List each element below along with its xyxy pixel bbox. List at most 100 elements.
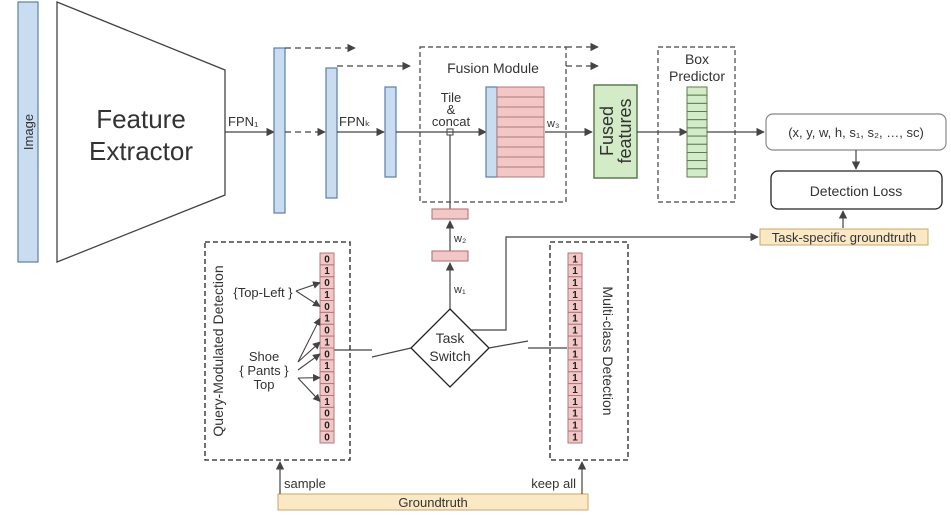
groundtruth-box bbox=[277, 493, 589, 511]
bit-value: 1 bbox=[324, 290, 330, 301]
bit-value: 1 bbox=[572, 397, 578, 408]
image-label: Image bbox=[21, 114, 36, 150]
predictor-green-cell bbox=[686, 102, 708, 113]
detection-loss-box bbox=[770, 170, 943, 210]
concat-pink-cell bbox=[496, 156, 545, 168]
detection-loss-label: Detection Loss bbox=[810, 183, 903, 199]
w3-label: w₃ bbox=[546, 118, 559, 130]
groundtruth-label: Groundtruth bbox=[398, 495, 467, 510]
predictor-green-cell bbox=[686, 127, 708, 137]
predictor-green-cell bbox=[686, 152, 708, 162]
fused-features-line2: features bbox=[615, 98, 635, 163]
fpn-bar-k bbox=[325, 67, 338, 199]
bit-value: 1 bbox=[572, 373, 578, 384]
bit-value: 0 bbox=[324, 349, 330, 360]
bit-value: 1 bbox=[572, 361, 578, 372]
bit-value: 1 bbox=[572, 337, 578, 348]
bit-value: 1 bbox=[324, 397, 330, 408]
keep-all-label: keep all bbox=[531, 476, 576, 491]
line-switch-to-groundtruth bbox=[470, 232, 759, 331]
query-pointer-arrow bbox=[297, 341, 321, 363]
bit-value: 0 bbox=[324, 421, 330, 432]
concat-pink-cell bbox=[496, 106, 545, 118]
predictor-green-cell bbox=[686, 168, 708, 178]
fused-features-block bbox=[593, 84, 638, 179]
predictor-green-cell bbox=[686, 143, 708, 154]
predictor-green-cell bbox=[686, 111, 708, 121]
bit-value: 1 bbox=[572, 409, 578, 420]
fpn1-label: FPN₁ bbox=[228, 114, 259, 129]
bit-value: 0 bbox=[324, 409, 330, 420]
bit-cell bbox=[567, 430, 583, 444]
query-pointer-arrow bbox=[297, 317, 321, 363]
bit-value: 1 bbox=[324, 266, 330, 277]
query-modulated-title: Query-Modulated Detection bbox=[210, 265, 226, 436]
bit-value: 1 bbox=[572, 314, 578, 325]
top-label: Top bbox=[254, 377, 275, 392]
concat-pink-stack bbox=[496, 86, 545, 178]
box-predictor-line2: Predictor bbox=[669, 68, 725, 84]
fpnk-label: FPNₖ bbox=[339, 114, 371, 129]
bit-value: 1 bbox=[572, 266, 578, 277]
bit-value: 1 bbox=[324, 314, 330, 325]
query-modulated-box bbox=[204, 241, 351, 461]
feature-extractor-label-line1: Feature bbox=[96, 104, 186, 134]
w1-label: w₁ bbox=[453, 284, 466, 296]
bit-cell bbox=[319, 430, 335, 444]
w1-weight-bar bbox=[431, 250, 469, 262]
concat-pink-cell bbox=[496, 96, 545, 108]
query-pointer-arrow bbox=[295, 290, 321, 307]
bit-value: 1 bbox=[572, 302, 578, 313]
bit-value: 0 bbox=[324, 302, 330, 313]
predictor-green-cell bbox=[686, 94, 708, 104]
top-left-label: {Top-Left } bbox=[233, 285, 293, 300]
concat-pink-cell bbox=[496, 166, 545, 178]
sample-label: sample bbox=[284, 476, 326, 491]
bit-value: 1 bbox=[324, 337, 330, 348]
task-specific-groundtruth-box bbox=[759, 228, 929, 246]
bit-value: 1 bbox=[572, 421, 578, 432]
predictor-green-stack bbox=[686, 86, 708, 178]
multi-class-title: Multi-class Detection bbox=[600, 286, 616, 415]
fpn-bar-final bbox=[384, 86, 397, 178]
concat-pink-cell bbox=[496, 136, 545, 148]
multi-class-box bbox=[549, 241, 629, 461]
bit-value: 1 bbox=[572, 278, 578, 289]
bit-value: 0 bbox=[324, 326, 330, 337]
bit-value: 0 bbox=[324, 373, 330, 384]
query-pointer-arrow bbox=[295, 281, 321, 292]
query-pointer-arrow bbox=[297, 377, 321, 402]
image-input-block bbox=[17, 1, 39, 263]
bit-value: 0 bbox=[324, 432, 330, 443]
feature-extractor-label-line2: Extractor bbox=[89, 136, 193, 166]
fusion-module-title: Fusion Module bbox=[447, 60, 539, 76]
output-text: (x, y, w, h, s₁, s₂, …, sᴄ) bbox=[788, 125, 924, 140]
bit-value: 1 bbox=[324, 361, 330, 372]
predictor-green-cell bbox=[686, 119, 708, 129]
predictor-green-cell bbox=[686, 86, 708, 96]
predictor-green-cell bbox=[686, 160, 708, 170]
bit-value: 1 bbox=[572, 432, 578, 443]
task-switch-line2: Switch bbox=[429, 348, 470, 364]
concat-blue-strip bbox=[485, 86, 498, 178]
bit-value: 0 bbox=[324, 254, 330, 265]
bit-value: 1 bbox=[572, 349, 578, 360]
shoe-label: Shoe bbox=[249, 349, 279, 364]
task-switch-diamond bbox=[410, 308, 490, 388]
bit-value: 1 bbox=[572, 385, 578, 396]
fpn-bar-1 bbox=[273, 47, 286, 214]
bit-value: 0 bbox=[324, 385, 330, 396]
bit-value: 1 bbox=[572, 290, 578, 301]
query-pointer-lines bbox=[295, 281, 321, 402]
box-predictor-line1: Box bbox=[685, 51, 709, 67]
feature-extractor-block bbox=[56, 1, 226, 263]
switch-contact-right bbox=[488, 340, 529, 349]
bit-value: 1 bbox=[572, 254, 578, 265]
bit-value: 1 bbox=[572, 326, 578, 337]
concat-pink-cell bbox=[496, 126, 545, 138]
task-switch-line1: Task bbox=[436, 330, 466, 346]
fusion-module-box bbox=[419, 46, 567, 203]
w2-label: w₂ bbox=[453, 233, 466, 245]
